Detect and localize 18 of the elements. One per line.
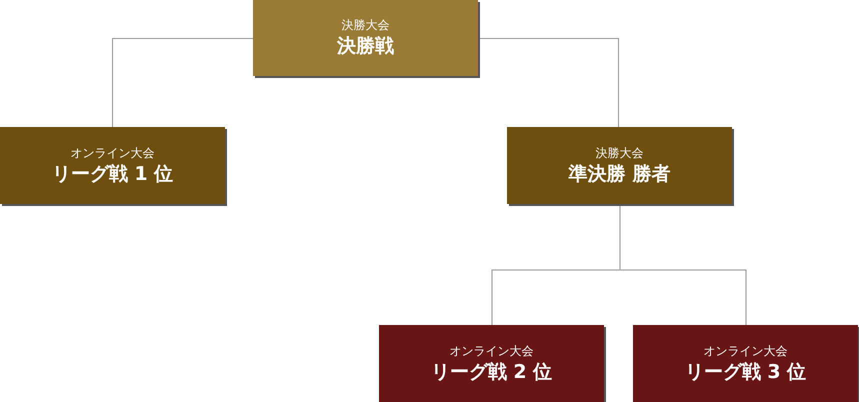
match-title: 準決勝 勝者 xyxy=(568,162,670,186)
bracket-box xyxy=(0,127,225,204)
connector-line xyxy=(478,38,619,128)
match-title: 決勝戦 xyxy=(337,34,394,59)
bracket-box xyxy=(633,325,858,402)
match-title: リーグ戦 2 位 xyxy=(430,360,552,384)
bracket-box xyxy=(379,325,604,402)
tournament-name: 決勝大会 xyxy=(342,17,390,33)
match-title: リーグ戦 3 位 xyxy=(684,360,806,384)
bracket-box xyxy=(253,0,478,76)
connector-line xyxy=(620,204,746,326)
tournament-name: オンライン大会 xyxy=(450,342,534,358)
bracket-box xyxy=(507,127,732,204)
tournament-name: オンライン大会 xyxy=(70,144,154,160)
tournament-name: 決勝大会 xyxy=(596,144,644,160)
connector-line xyxy=(112,38,254,128)
tournament-name: オンライン大会 xyxy=(704,342,788,358)
match-title: リーグ戦 1 位 xyxy=(52,162,174,186)
